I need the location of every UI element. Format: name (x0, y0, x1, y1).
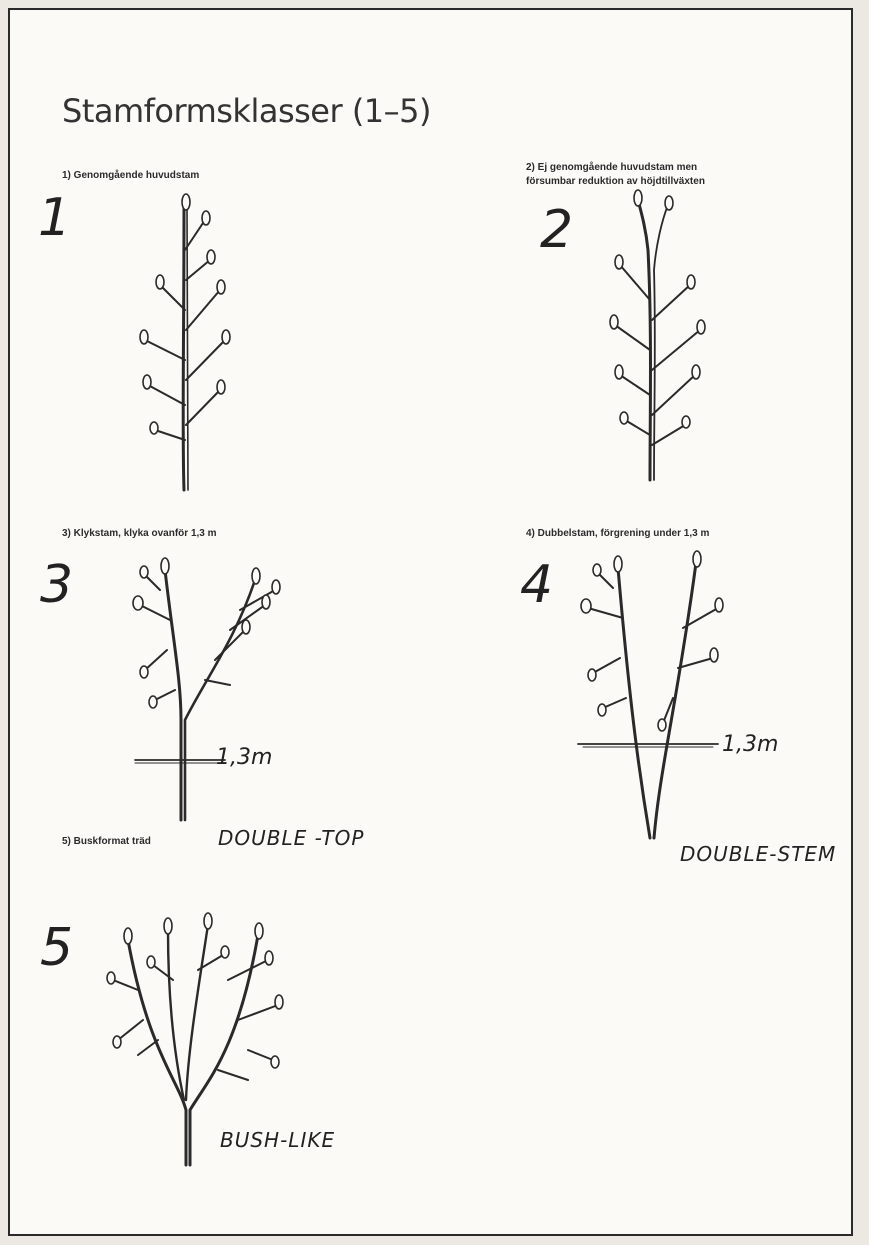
tree-1-single-stem-drawing (110, 190, 250, 510)
class-3-number: 3 (40, 555, 73, 615)
class-5-caption: 5) Buskformat träd (62, 836, 151, 847)
class-1-caption: 1) Genomgående huvudstam (62, 170, 199, 181)
class-4-height-marker-label: 1,3m (722, 732, 778, 757)
class-2-caption-line1: 2) Ej genomgående huvudstam men (526, 162, 697, 173)
class-3-caption: 3) Klykstam, klyka ovanför 1,3 m (62, 528, 217, 539)
document-page: Stamformsklasser (1–5) 1) Genomgående hu… (8, 8, 853, 1236)
tree-3-double-top-drawing (115, 550, 305, 830)
tree-4-double-stem-drawing (568, 548, 748, 848)
tree-2-reduced-leader-drawing (590, 190, 740, 490)
class-3-handwritten-note: DOUBLE -TOP (218, 826, 364, 850)
class-3-height-marker-label: 1,3m (216, 745, 272, 770)
class-4-handwritten-note: DOUBLE-STEM (680, 842, 836, 866)
class-1-number: 1 (38, 188, 71, 248)
class-2-caption-line2: försumbar reduktion av höjdtillväxten (526, 176, 705, 187)
class-2-number: 2 (540, 200, 573, 260)
class-5-number: 5 (40, 918, 73, 978)
page-title: Stamformsklasser (1–5) (62, 92, 431, 130)
class-4-number: 4 (520, 555, 553, 615)
class-5-handwritten-note: BUSH-LIKE (220, 1128, 335, 1152)
class-4-caption: 4) Dubbelstam, förgrening under 1,3 m (526, 528, 709, 539)
